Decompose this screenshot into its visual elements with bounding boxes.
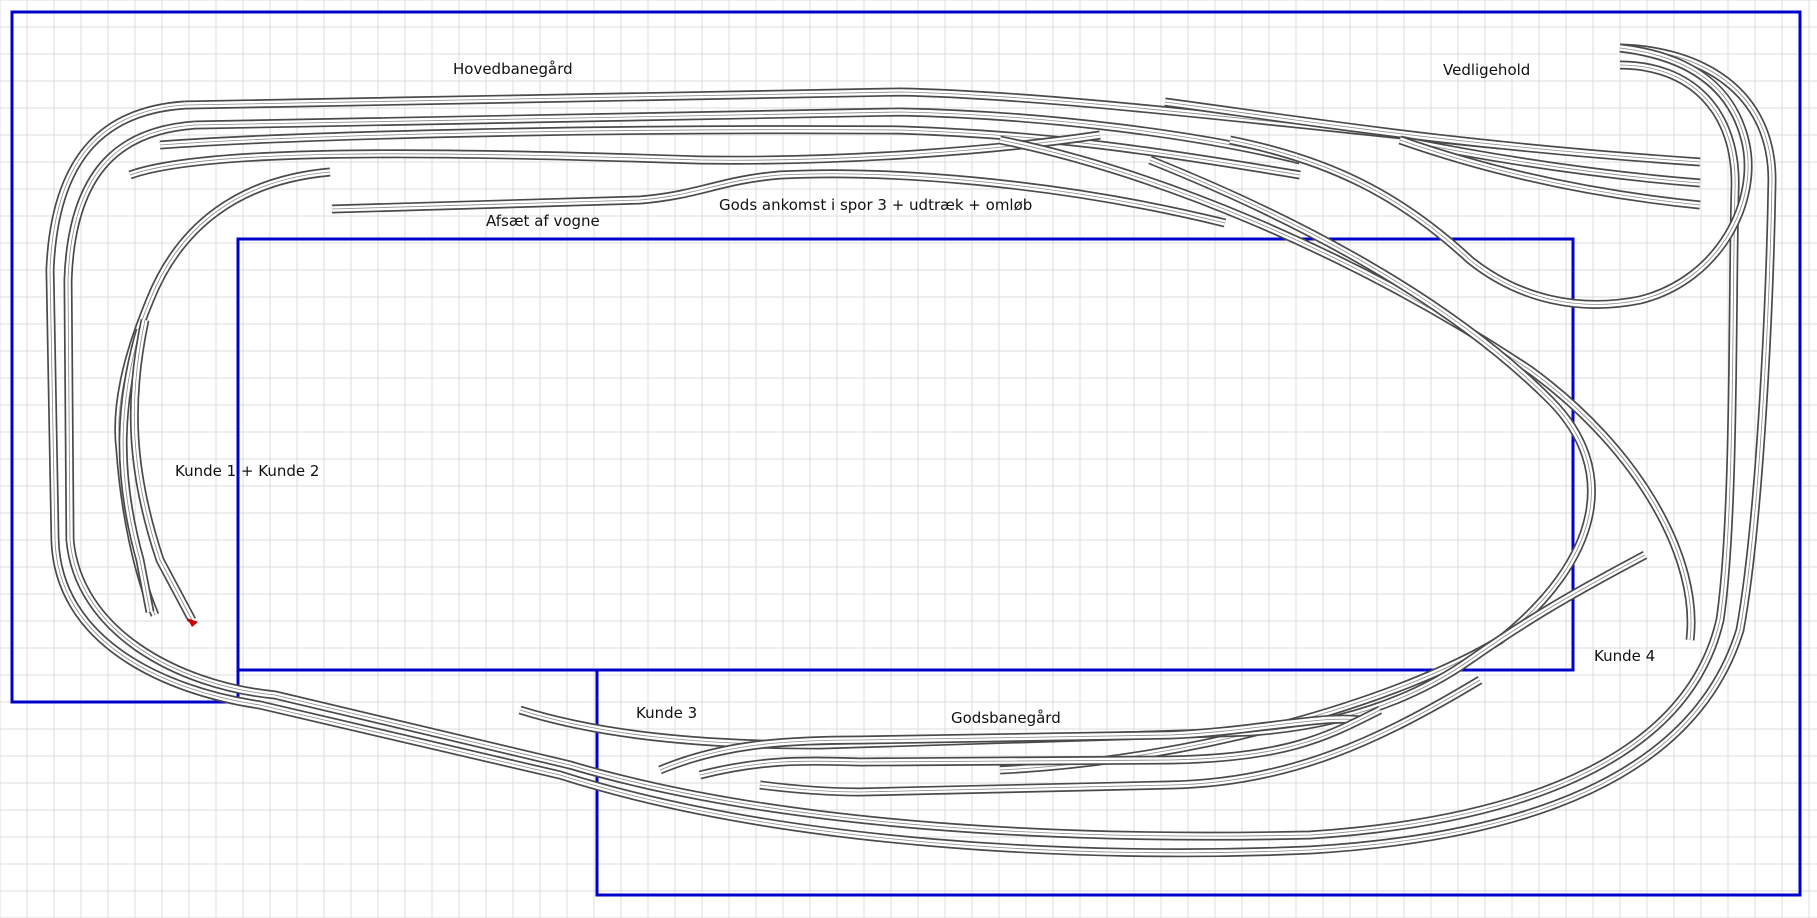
label-vedligehold: Vedligehold	[1443, 61, 1530, 79]
diagram-labels: Hovedbanegård Vedligehold Afsæt af vogne…	[175, 60, 1655, 727]
track-rail-center	[659, 718, 1361, 771]
track-rail-center	[67, 64, 1736, 837]
track-rail-center	[49, 47, 1773, 854]
track-rail-inner	[47, 45, 1775, 856]
track-rail-inner	[999, 137, 1694, 641]
track-layer	[45, 43, 1777, 858]
label-gods-ankomst: Gods ankomst i spor 3 + udtræk + omløb	[719, 196, 1032, 214]
track-rail-center	[1399, 139, 1701, 184]
track-outer-loop	[50, 48, 1772, 853]
baseboard-outlines	[10, 10, 1802, 897]
track-rail-outer	[45, 43, 1777, 858]
track-rail-center	[129, 134, 1101, 176]
label-kunde-4: Kunde 4	[1594, 647, 1655, 665]
track-rail-center	[159, 129, 1301, 176]
label-hovedbanegard: Hovedbanegård	[453, 60, 573, 78]
track-rail-center	[999, 139, 1692, 641]
track-diagonal-down	[1000, 140, 1691, 640]
track-rail-center	[133, 319, 193, 621]
track-rail-outer	[999, 135, 1696, 641]
track-rail-center	[699, 709, 1381, 776]
label-godsbanegard: Godsbanegård	[951, 709, 1061, 727]
label-afsaet-af-vogne: Afsæt af vogne	[486, 212, 600, 230]
label-kunde-3: Kunde 3	[636, 704, 697, 722]
label-kunde-1-2: Kunde 1 + Kunde 2	[175, 462, 319, 480]
track-end-stop-marker	[187, 618, 198, 627]
baseboard-inner-cutout	[236, 237, 1575, 702]
track-rail-center	[1229, 47, 1749, 305]
track-rail-center	[122, 329, 151, 613]
track-rail-center	[1164, 101, 1701, 163]
track-rail-center	[331, 173, 1226, 224]
track-rail-center	[1399, 139, 1701, 206]
track-rail-center	[759, 679, 1481, 793]
